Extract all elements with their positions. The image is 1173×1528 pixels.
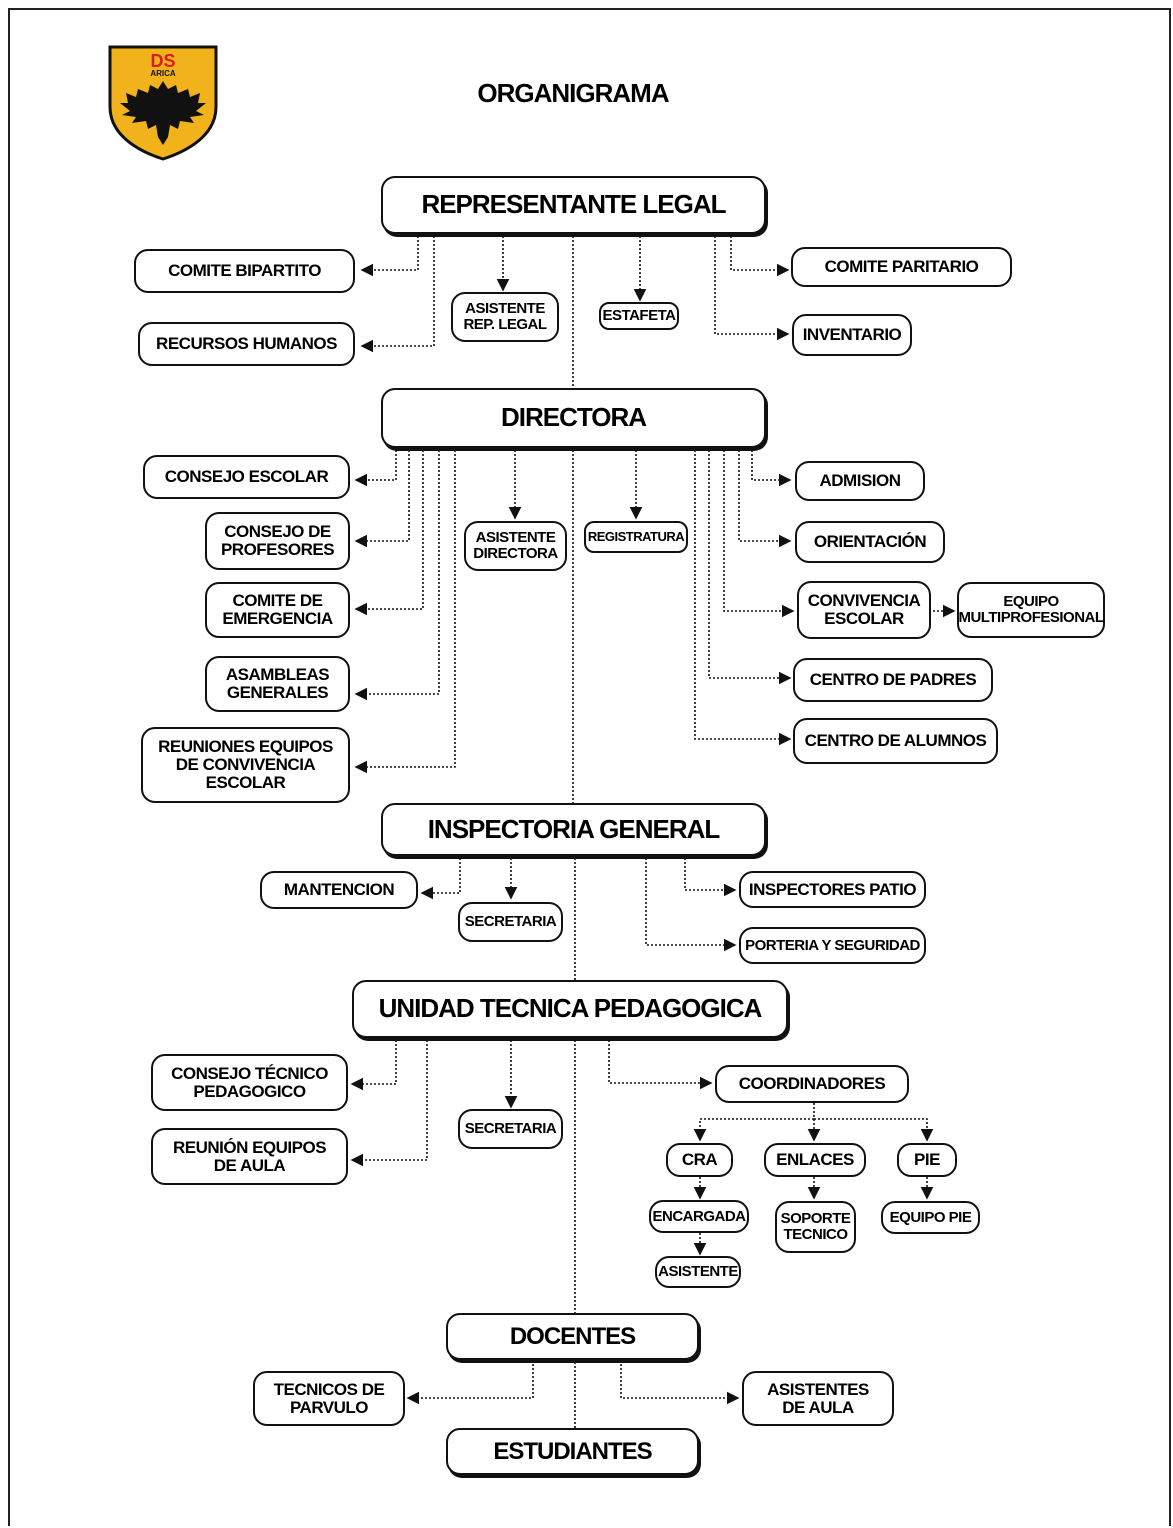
node-secretaria-utp: SECRETARIA xyxy=(458,1109,563,1149)
node-tecnicos-parvulo: TECNICOS DE PARVULO xyxy=(253,1371,405,1426)
node-inspectoria-general: INSPECTORIA GENERAL xyxy=(381,803,766,856)
school-shield-logo: DS ARICA xyxy=(108,45,218,161)
node-comite-bipartito: COMITE BIPARTITO xyxy=(134,249,355,293)
node-inventario: INVENTARIO xyxy=(792,314,912,356)
node-comite-emergencia: COMITE DE EMERGENCIA xyxy=(205,582,350,638)
node-soporte-tecnico: SOPORTE TECNICO xyxy=(775,1201,856,1253)
node-reunion-equipos-aula: REUNIÓN EQUIPOS DE AULA xyxy=(151,1128,348,1185)
node-secretaria-inspectoria: SECRETARIA xyxy=(458,902,563,942)
node-cra: CRA xyxy=(666,1143,733,1177)
node-estafeta: ESTAFETA xyxy=(599,302,679,330)
node-porteria-seguridad: PORTERIA Y SEGURIDAD xyxy=(739,927,926,964)
node-equipo-pie: EQUIPO PIE xyxy=(881,1201,980,1234)
node-asistentes-aula: ASISTENTES DE AULA xyxy=(742,1371,894,1426)
node-asistente: ASISTENTE xyxy=(655,1256,741,1288)
node-consejo-profesores: CONSEJO DE PROFESORES xyxy=(205,512,350,570)
node-enlaces: ENLACES xyxy=(764,1143,866,1177)
node-estudiantes: ESTUDIANTES xyxy=(446,1428,699,1475)
node-recursos-humanos: RECURSOS HUMANOS xyxy=(138,322,355,366)
node-docentes: DOCENTES xyxy=(446,1313,699,1360)
node-comite-paritario: COMITE PARITARIO xyxy=(791,247,1012,287)
node-convivencia-escolar: CONVIVENCIA ESCOLAR xyxy=(797,581,931,639)
svg-text:ARICA: ARICA xyxy=(150,69,176,78)
node-reuniones-equipos-convivencia: REUNIONES EQUIPOS DE CONVIVENCIA ESCOLAR xyxy=(141,727,350,803)
svg-text:DS: DS xyxy=(150,51,175,71)
node-registratura: REGISTRATURA xyxy=(584,521,688,553)
node-inspectores-patio: INSPECTORES PATIO xyxy=(739,871,926,908)
node-consejo-escolar: CONSEJO ESCOLAR xyxy=(143,455,350,499)
node-asistente-rep-legal: ASISTENTE REP. LEGAL xyxy=(451,292,559,342)
node-centro-padres: CENTRO DE PADRES xyxy=(793,658,993,702)
page-frame xyxy=(8,8,1171,1526)
node-asistente-directora: ASISTENTE DIRECTORA xyxy=(464,521,567,571)
node-admision: ADMISION xyxy=(795,461,925,501)
node-centro-alumnos: CENTRO DE ALUMNOS xyxy=(793,718,998,764)
node-directora: DIRECTORA xyxy=(381,388,766,448)
node-mantencion: MANTENCION xyxy=(260,871,418,909)
node-representante-legal: REPRESENTANTE LEGAL xyxy=(381,176,766,234)
node-orientacion: ORIENTACIÓN xyxy=(795,521,945,563)
node-pie: PIE xyxy=(897,1143,957,1177)
node-consejo-tecnico-pedagogico: CONSEJO TÉCNICO PEDAGOGICO xyxy=(151,1054,348,1111)
node-asambleas-generales: ASAMBLEAS GENERALES xyxy=(205,656,350,712)
node-encargada: ENCARGADA xyxy=(649,1200,749,1233)
node-unidad-tecnica-pedagogica: UNIDAD TECNICA PEDAGOGICA xyxy=(352,980,788,1038)
node-coordinadores: COORDINADORES xyxy=(715,1065,909,1103)
page-title: ORGANIGRAMA xyxy=(477,78,669,108)
node-equipo-multiprofesional: EQUIPO MULTIPROFESIONAL xyxy=(957,582,1105,638)
